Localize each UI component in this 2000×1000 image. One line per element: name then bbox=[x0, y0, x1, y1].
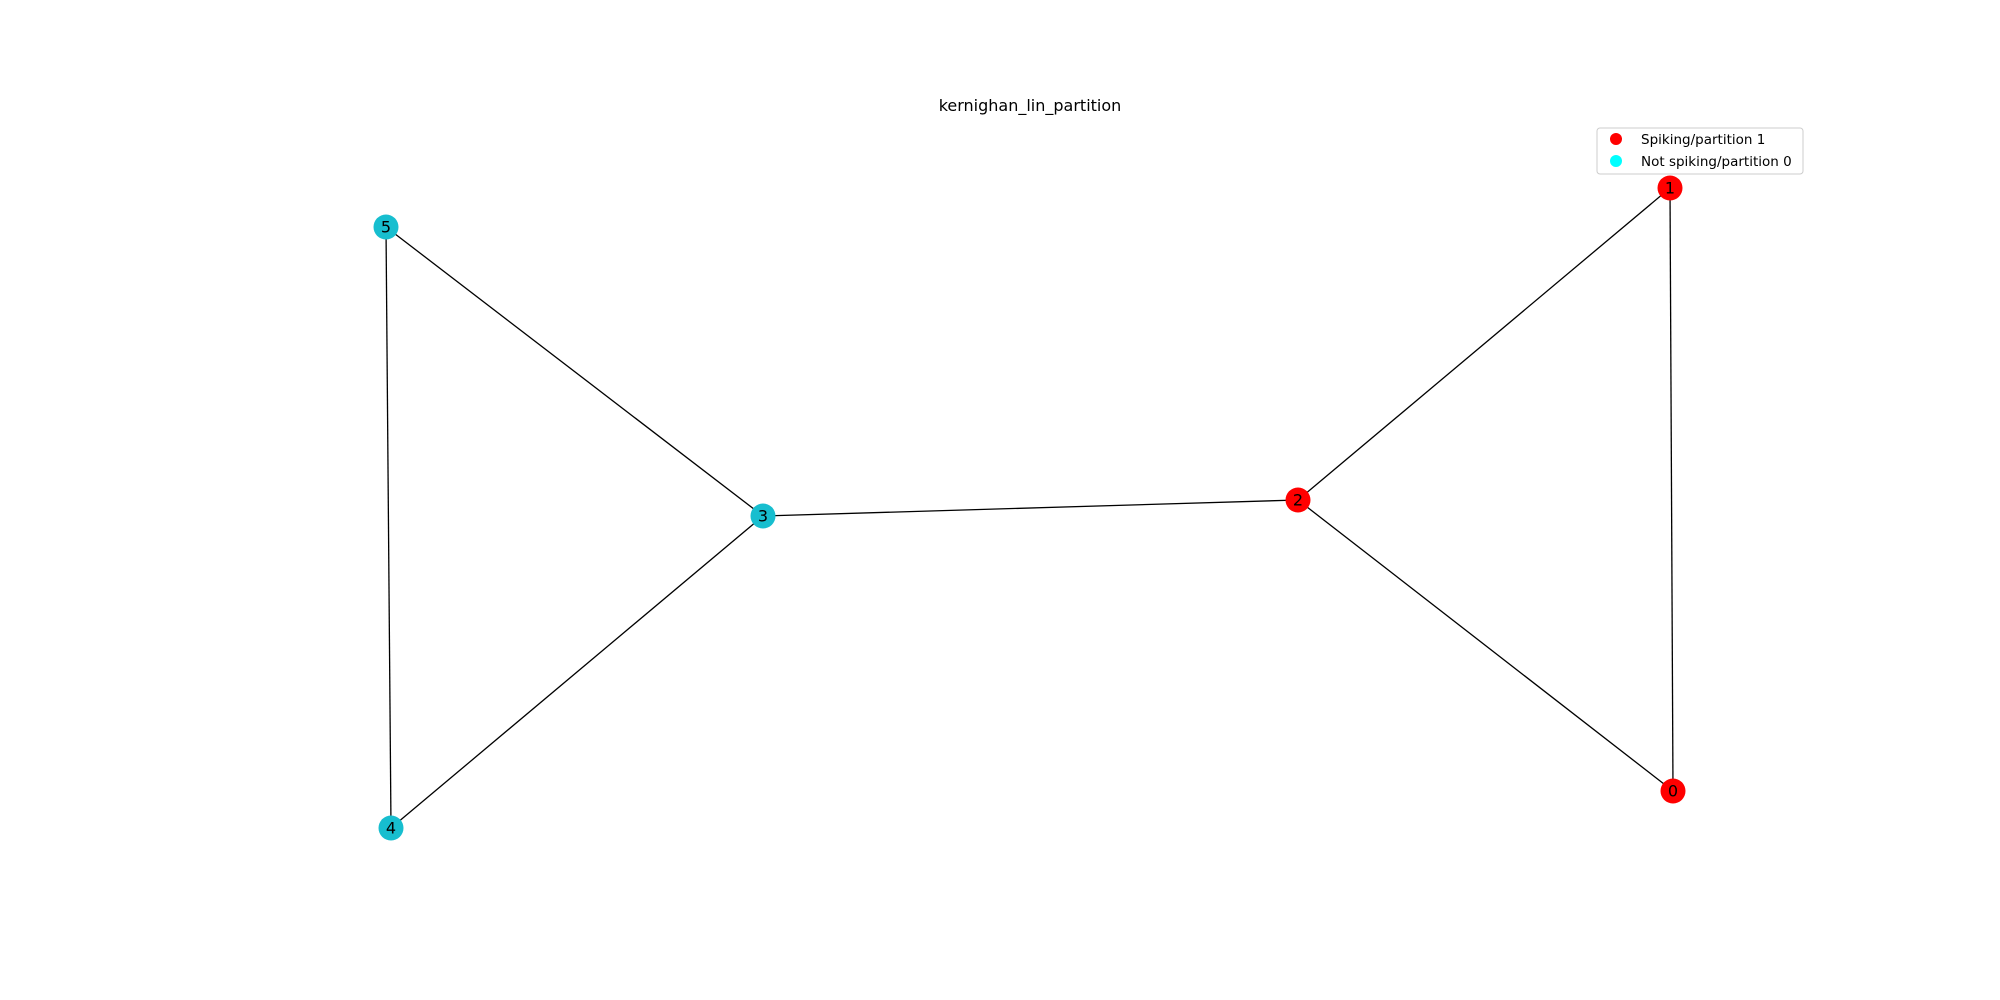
legend-label-partition-1: Spiking/partition 1 bbox=[1641, 132, 1765, 148]
node-circle-4 bbox=[378, 815, 404, 841]
legend: Spiking/partition 1 Not spiking/partitio… bbox=[1596, 127, 1804, 175]
node-label-3: 3 bbox=[758, 507, 768, 526]
edge-2-3 bbox=[762, 499, 1299, 517]
node-0: 0 bbox=[1660, 778, 1686, 804]
legend-frame bbox=[1596, 127, 1804, 175]
node-label-1: 1 bbox=[1665, 179, 1675, 198]
legend-swatch-partition-0 bbox=[1610, 155, 1622, 167]
edges-layer bbox=[385, 187, 1674, 829]
node-circle-3 bbox=[750, 503, 776, 529]
edge-3-4 bbox=[390, 515, 764, 829]
node-label-5: 5 bbox=[381, 218, 391, 237]
node-3: 3 bbox=[750, 503, 776, 529]
node-label-2: 2 bbox=[1293, 491, 1303, 510]
legend-label-partition-0: Not spiking/partition 0 bbox=[1641, 154, 1792, 170]
node-label-4: 4 bbox=[386, 819, 396, 838]
edge-3-5 bbox=[385, 226, 764, 517]
node-1: 1 bbox=[1657, 175, 1683, 201]
node-5: 5 bbox=[373, 214, 399, 240]
node-4: 4 bbox=[378, 815, 404, 841]
node-2: 2 bbox=[1285, 487, 1311, 513]
node-circle-0 bbox=[1660, 778, 1686, 804]
legend-swatch-partition-1 bbox=[1610, 133, 1622, 145]
node-circle-1 bbox=[1657, 175, 1683, 201]
node-circle-2 bbox=[1285, 487, 1311, 513]
edge-1-2 bbox=[1297, 187, 1671, 501]
edge-4-5 bbox=[385, 226, 392, 829]
nodes-layer: 0 1 2 3 4 5 bbox=[373, 175, 1686, 841]
chart-title: kernighan_lin_partition bbox=[939, 96, 1122, 116]
node-label-0: 0 bbox=[1668, 782, 1678, 801]
edge-0-2 bbox=[1297, 499, 1674, 792]
edge-0-1 bbox=[1669, 187, 1674, 792]
node-circle-5 bbox=[373, 214, 399, 240]
